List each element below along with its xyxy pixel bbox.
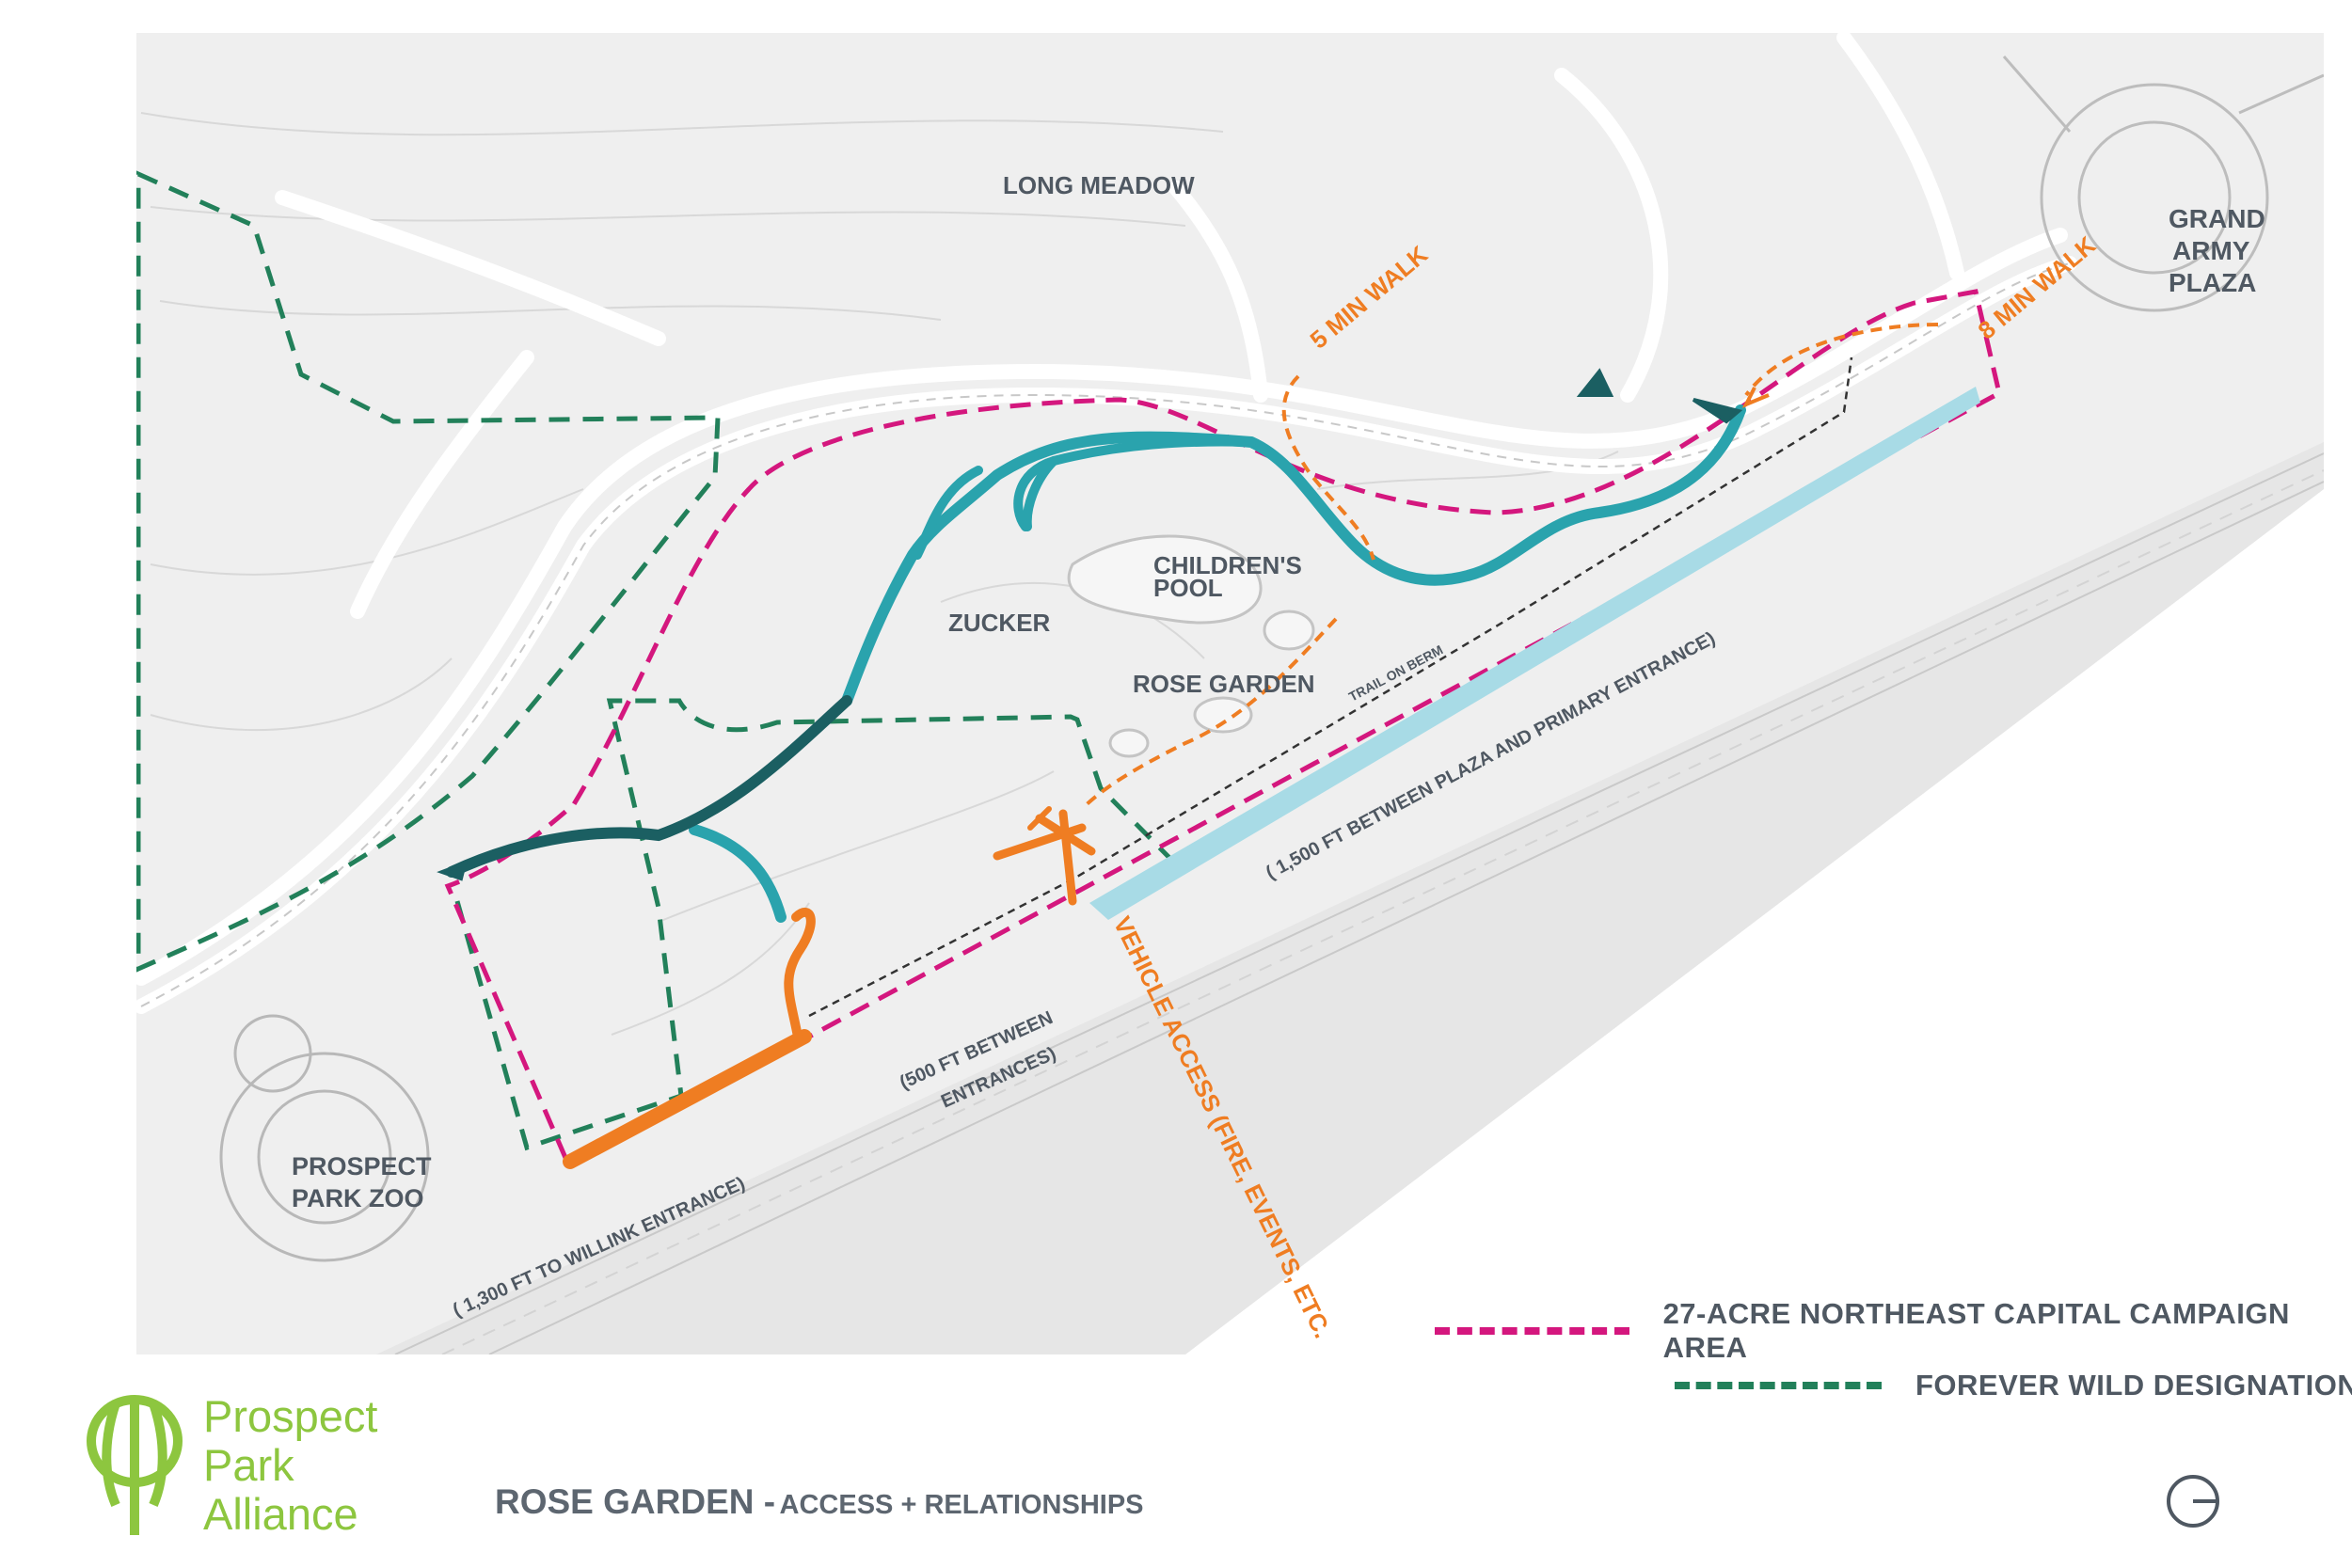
label-long-meadow: LONG MEADOW: [1003, 171, 1195, 199]
logo-wordmark: Prospect Park Alliance: [203, 1392, 377, 1539]
vehicle-access-routes: [563, 806, 1096, 1169]
legend-label-campaign-area: 27-ACRE NORTHEAST CAPITAL CAMPAIGN AREA: [1662, 1297, 2290, 1364]
legend-item-campaign-area: 27-ACRE NORTHEAST CAPITAL CAMPAIGN AREA: [1435, 1297, 2338, 1364]
prospect-park-alliance-logo: Prospect Park Alliance: [83, 1392, 421, 1543]
label-rose-garden: ROSE GARDEN: [1133, 670, 1315, 698]
walk-routes: [1080, 323, 1939, 811]
legend-label-forever-wild: FOREVER WILD DESIGNATION: [1915, 1369, 2352, 1402]
title-sub: ACCESS + RELATIONSHIPS: [779, 1490, 1144, 1520]
capital-campaign-area-boundary: [444, 289, 2002, 1170]
map-legend: 27-ACRE NORTHEAST CAPITAL CAMPAIGN AREA …: [1435, 1297, 2352, 1444]
label-prospect-park-zoo-2: PARK ZOO: [292, 1184, 424, 1212]
base-map: [136, 33, 2324, 1354]
title-main: ROSE GARDEN -: [495, 1482, 776, 1521]
legend-swatch-forever-wild: [1675, 1382, 1882, 1389]
north-arrow-icon: [2167, 1475, 2219, 1528]
label-grand-army-2: ARMY: [2172, 236, 2250, 265]
legend-swatch-campaign-area: [1435, 1327, 1629, 1335]
dark-teal-paths: [437, 368, 1743, 881]
teal-paths: [689, 404, 1746, 923]
logo-line-3: Alliance: [203, 1489, 358, 1539]
label-childrens-pool-1: CHILDREN'S: [1153, 551, 1302, 579]
label-prospect-park-zoo-1: PROSPECT: [292, 1152, 432, 1180]
forever-wild-boundary: [136, 170, 1183, 1151]
page-title: ROSE GARDEN - ACCESS + RELATIONSHIPS: [495, 1482, 1144, 1522]
label-grand-army-1: GRAND: [2169, 204, 2265, 233]
label-grand-army-3: PLAZA: [2169, 268, 2256, 297]
trail-on-berm: [808, 356, 1853, 1018]
legend-item-forever-wild: FOREVER WILD DESIGNATION: [1675, 1367, 2352, 1404]
logo-leaf-icon: [87, 1395, 183, 1535]
logo-line-1: Prospect: [203, 1391, 378, 1441]
logo-line-2: Park: [203, 1440, 294, 1490]
label-childrens-pool-2: POOL: [1153, 574, 1223, 602]
trail-berm-strip: [1089, 387, 1980, 920]
label-zucker: ZUCKER: [948, 609, 1051, 637]
